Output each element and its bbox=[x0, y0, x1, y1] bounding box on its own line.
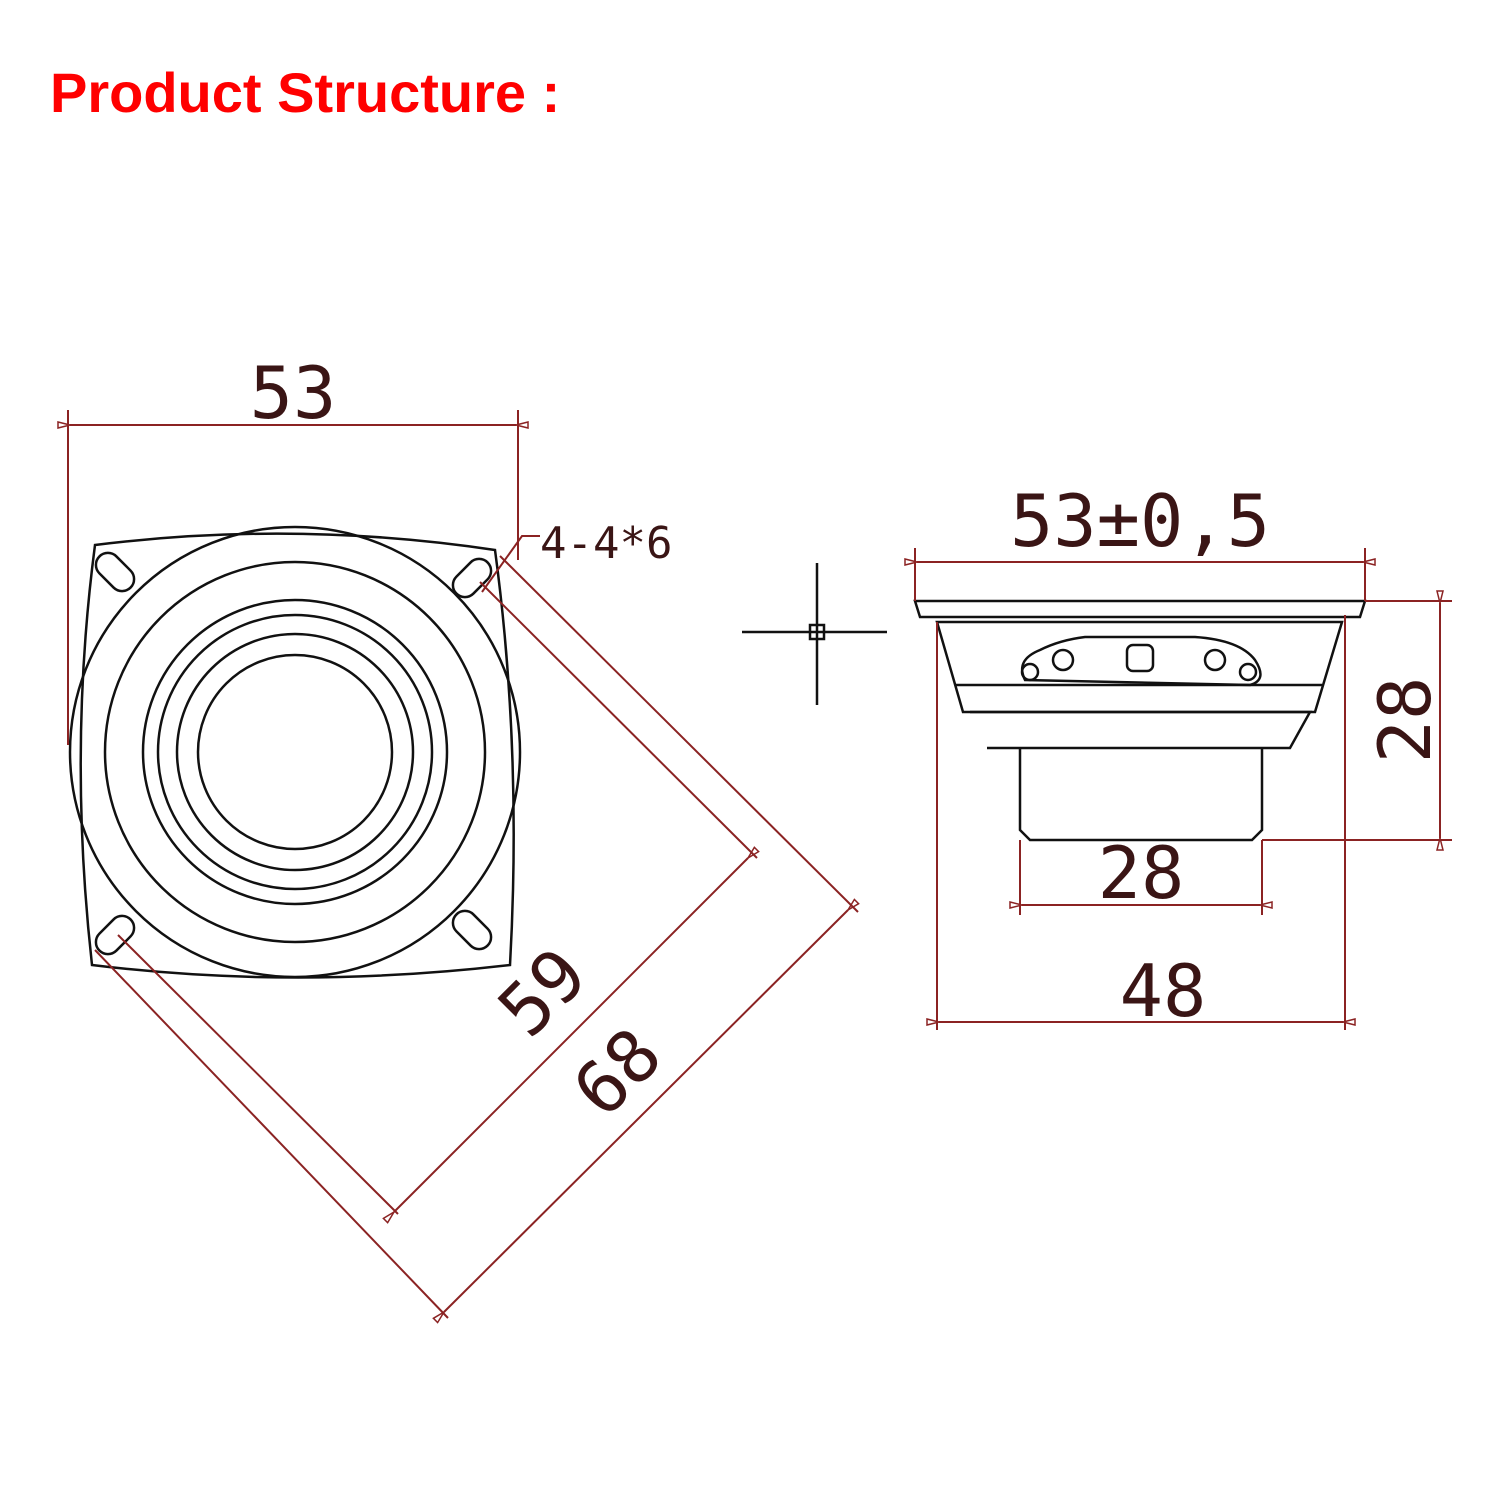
dim-label-magnet: 28 bbox=[1098, 831, 1185, 915]
cone-ring bbox=[175, 632, 415, 872]
front-view bbox=[68, 525, 522, 979]
surround-inner bbox=[141, 598, 449, 906]
dust-cap bbox=[196, 653, 394, 851]
cone-edge bbox=[156, 613, 434, 891]
dim-label-basket: 48 bbox=[1120, 949, 1207, 1033]
frame-flange bbox=[913, 599, 1367, 619]
mount-hole bbox=[94, 914, 136, 956]
mount-hole bbox=[94, 551, 136, 593]
dim-label-width: 53 bbox=[250, 351, 337, 435]
terminal-plate bbox=[1020, 635, 1262, 687]
hole-note: 4-4*6 bbox=[540, 518, 672, 569]
side-dimensions: 53±0,5 28 28 48 bbox=[904, 479, 1452, 1033]
vent-icon bbox=[1125, 643, 1155, 673]
hole-leader bbox=[481, 535, 540, 593]
side-view bbox=[913, 599, 1367, 842]
magnet bbox=[1018, 748, 1264, 842]
dim-line-59 bbox=[382, 846, 760, 1224]
surround-outer bbox=[103, 560, 487, 944]
dim-label-depth: 28 bbox=[1363, 677, 1447, 764]
basket-upper bbox=[935, 620, 1344, 714]
frame-ring bbox=[68, 525, 522, 979]
terminal-icon bbox=[1020, 662, 1040, 682]
basket-lower bbox=[970, 710, 1313, 750]
dim-label-frame-width: 53±0,5 bbox=[1010, 479, 1270, 563]
terminal-icon bbox=[1051, 648, 1075, 672]
dim-label-59: 59 bbox=[482, 932, 603, 1053]
center-crosshair bbox=[742, 563, 887, 705]
terminal-icon bbox=[1238, 662, 1258, 682]
page-title: Product Structure : bbox=[50, 61, 561, 124]
mount-hole bbox=[451, 909, 493, 951]
dim-line-68 bbox=[432, 898, 860, 1324]
terminal-icon bbox=[1203, 648, 1227, 672]
